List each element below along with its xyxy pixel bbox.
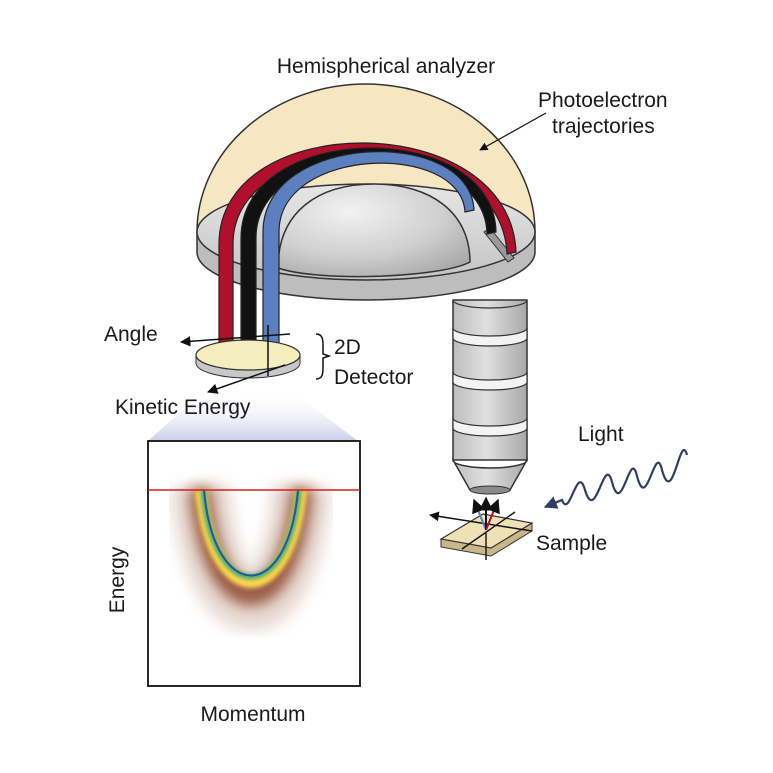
projection-cone: [148, 396, 358, 441]
detector-face: [195, 339, 301, 371]
trajectory-blue: [262, 151, 475, 346]
sample: [429, 496, 534, 560]
detector-label-line1: 2D: [334, 336, 361, 359]
angle-label: Angle: [104, 323, 158, 346]
band-dispersion-plot: [147, 440, 361, 687]
detector-label-line2: Detector: [334, 366, 413, 389]
sample-axes-icon: [429, 511, 533, 560]
hemispherical-analyzer: [196, 83, 536, 495]
energy-axis-label: Energy: [106, 546, 129, 613]
angle-arrow-icon: [179, 333, 291, 347]
lens-column: [452, 299, 528, 495]
kinetic-energy-arrow-icon: [207, 364, 286, 394]
inner-hemisphere: [277, 183, 471, 278]
detector: [179, 325, 301, 394]
analyzer-label: Hemispherical analyzer: [277, 55, 495, 78]
sample-surface: [439, 513, 534, 549]
trajectories-pointer-arrow: [479, 112, 547, 151]
emitted-electrons: [472, 496, 500, 531]
kinetic-energy-label: Kinetic Energy: [115, 396, 251, 419]
photoelectron-trajectories: [218, 142, 517, 346]
detector-bracket: [315, 333, 332, 380]
light-label: Light: [578, 423, 624, 446]
sample-label: Sample: [536, 532, 607, 555]
trajectories-label-line2: trajectories: [552, 115, 655, 138]
trajectories-label-line1: Photoelectron: [538, 89, 668, 112]
momentum-axis-label: Momentum: [200, 703, 305, 726]
light-wave-icon: [543, 448, 689, 509]
